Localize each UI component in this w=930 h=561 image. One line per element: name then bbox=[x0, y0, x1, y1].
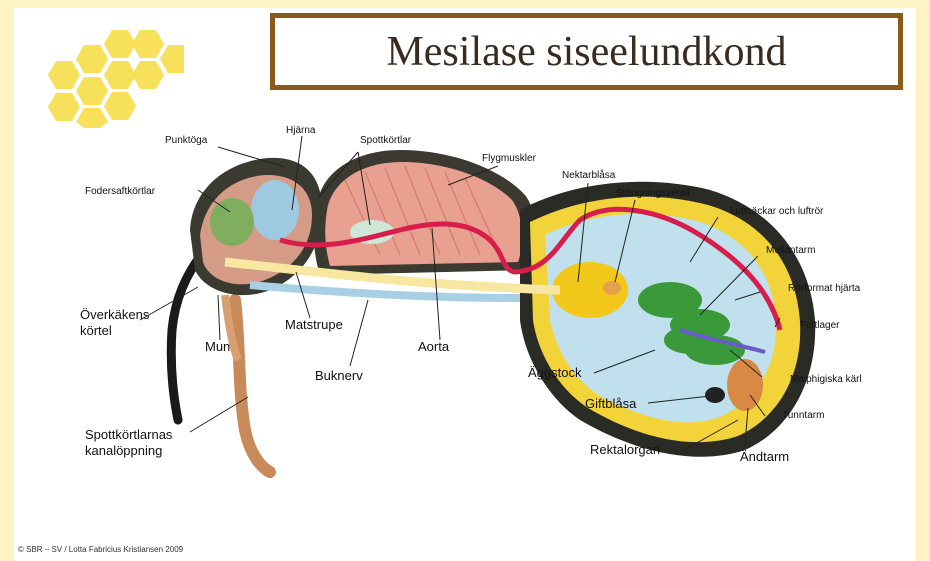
label-nektarblasa: Nektarblåsa bbox=[562, 170, 615, 182]
venom-sac bbox=[705, 387, 725, 403]
label-fettlager: Fettlager bbox=[800, 320, 839, 332]
copyright-notice: © SBR – SV / Lotta Fabricius Kristiansen… bbox=[18, 545, 183, 554]
brain bbox=[251, 180, 299, 240]
label-andtarm: Ändtarm bbox=[740, 450, 789, 465]
label-fodersaftkortlar: Fodersaftkörtlar bbox=[85, 186, 155, 198]
label-overkakens-line2: körtel bbox=[80, 324, 112, 339]
label-tunntarm: Tunntarm bbox=[782, 410, 824, 422]
label-giftblasa: Giftblåsa bbox=[585, 397, 636, 412]
proventriculus bbox=[603, 281, 621, 295]
label-mun: Mun bbox=[205, 340, 230, 355]
label-buknerv: Buknerv bbox=[315, 369, 363, 384]
label-punktoga: Punktöga bbox=[165, 135, 207, 147]
label-rektalorgan: Rektalorgan bbox=[590, 443, 660, 458]
fodersaft-glands bbox=[210, 198, 254, 246]
label-spottkortlar: Spottkörtlar bbox=[360, 135, 411, 147]
label-luftsackar: Luftsäckar och luftrör bbox=[730, 206, 823, 218]
label-stangningsventil: Stängningsventil bbox=[616, 188, 689, 200]
label-flygmuskler: Flygmuskler bbox=[482, 153, 536, 165]
label-malphigiska-karl: Malphigiska kärl bbox=[790, 374, 862, 386]
rectum bbox=[727, 359, 763, 411]
label-hjarna: Hjärna bbox=[286, 125, 315, 137]
label-matstrupe: Matstrupe bbox=[285, 318, 343, 333]
label-aorta: Aorta bbox=[418, 340, 449, 355]
label-rorformat-hjarta: Rörformat hjärta bbox=[788, 283, 860, 295]
label-spottkortlarnas-line2: kanalöppning bbox=[85, 444, 162, 459]
label-spottkortlarnas-line1: Spottkörtlarnas bbox=[85, 428, 172, 443]
label-aggstock: Äggstock bbox=[528, 366, 581, 381]
label-mellantarm: Mellantarm bbox=[766, 245, 815, 257]
label-overkakens-line1: Överkäkens bbox=[80, 308, 149, 323]
